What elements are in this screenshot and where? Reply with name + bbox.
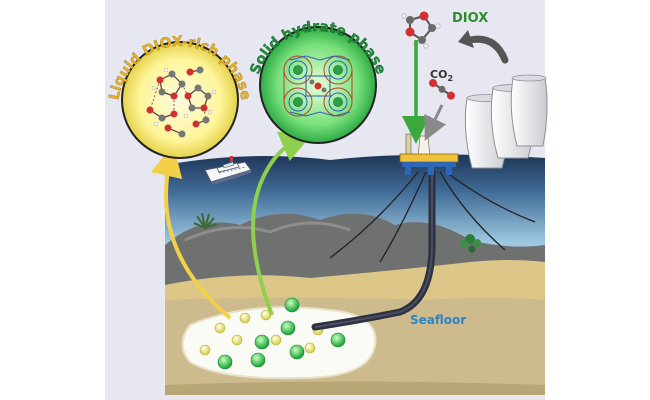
co2-molecule-icon bbox=[429, 79, 456, 100]
drill-pipe-highlight bbox=[314, 172, 433, 328]
hydrate-particle bbox=[289, 344, 305, 360]
liquid-particle bbox=[239, 312, 251, 324]
hydrate-particle bbox=[330, 332, 346, 348]
hydrate-particle bbox=[217, 354, 233, 370]
liquid-particle bbox=[270, 334, 282, 346]
liquid-particle bbox=[214, 322, 226, 334]
hydrate-particle bbox=[250, 352, 266, 368]
diox-label: DIOX bbox=[452, 11, 488, 26]
seaweed-icon bbox=[460, 234, 481, 253]
sediment-shadow bbox=[165, 381, 545, 395]
solid-phase-inset bbox=[259, 26, 377, 144]
mooring-line bbox=[445, 171, 536, 223]
liquid-particle bbox=[231, 334, 243, 346]
mooring-line bbox=[439, 171, 506, 251]
atoms bbox=[146, 66, 217, 138]
mooring-line bbox=[379, 171, 427, 263]
hydrate-particle bbox=[284, 297, 300, 313]
seascape bbox=[165, 154, 545, 395]
recycle-arrow-head bbox=[458, 30, 474, 48]
liquid-phase-arrow bbox=[150, 144, 232, 320]
guest-molecules bbox=[293, 65, 343, 107]
solid-phase-arrow bbox=[251, 131, 313, 316]
liquid-particle bbox=[304, 342, 316, 354]
hydrogen-bonds bbox=[149, 79, 207, 121]
hydrate-particle bbox=[254, 334, 270, 350]
liquid-phase-inset bbox=[121, 41, 239, 159]
rock-highlight bbox=[184, 221, 351, 242]
ship-icon bbox=[204, 156, 252, 185]
co2-label: CO2 bbox=[430, 68, 453, 83]
mooring-line bbox=[329, 171, 419, 259]
liquid-particle bbox=[199, 344, 211, 356]
diox-molecule-icon bbox=[401, 11, 441, 49]
hydrate-particle bbox=[280, 320, 296, 336]
hydrate-cages bbox=[283, 55, 353, 117]
seafloor-label: Seafloor bbox=[410, 313, 466, 327]
cooling-tower-icon bbox=[464, 74, 548, 169]
co2-injection-arrow bbox=[424, 104, 447, 141]
seaweed-icon bbox=[193, 212, 218, 230]
recycle-arrow-icon bbox=[466, 35, 509, 64]
